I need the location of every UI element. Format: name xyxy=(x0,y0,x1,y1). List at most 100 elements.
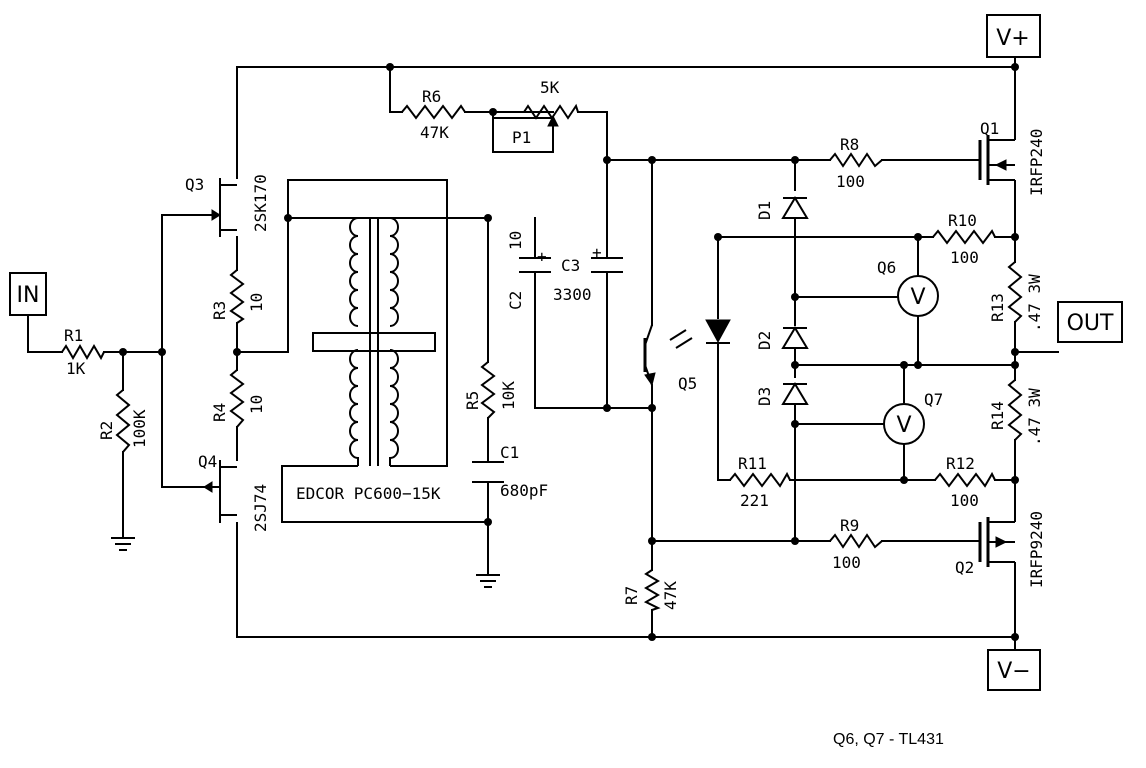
resistor-r14 xyxy=(1007,379,1023,441)
resistor-r3 xyxy=(229,269,245,324)
label-q7-ref: Q7 xyxy=(924,390,943,409)
label-d1-ref: D1 xyxy=(755,201,774,220)
label-q2-ref: Q2 xyxy=(955,558,974,577)
label-q1-ref: Q1 xyxy=(980,119,999,138)
label-r5-value: 10K xyxy=(499,381,518,410)
terminal-vplus: V+ xyxy=(986,14,1041,58)
junction xyxy=(489,108,497,116)
transistor-q2 xyxy=(978,513,1016,570)
label-r11-value: 221 xyxy=(740,491,769,510)
label-r11-ref: R11 xyxy=(738,454,767,473)
junction xyxy=(1011,233,1019,241)
footnote: Q6, Q7 - TL431 xyxy=(833,731,944,748)
junction xyxy=(791,420,799,428)
svg-text:V−: V− xyxy=(997,659,1030,684)
label-r7-value: 47K xyxy=(661,581,680,610)
label-r14-value: .47 3W xyxy=(1025,388,1044,446)
diode-d2 xyxy=(781,326,809,349)
label-q4-ref: Q4 xyxy=(198,452,217,471)
junction xyxy=(791,361,799,369)
junction xyxy=(284,214,292,222)
transformer xyxy=(282,217,447,467)
label-c1-ref: C1 xyxy=(500,443,519,462)
resistor-r11 xyxy=(729,471,791,488)
label-c2-ref: C2 xyxy=(506,291,525,310)
label-r2-value: 100K xyxy=(130,409,149,448)
label-r3-ref: R3 xyxy=(210,301,229,320)
junction xyxy=(119,348,127,356)
resistor-r2 xyxy=(115,389,131,453)
junction xyxy=(1011,361,1019,369)
transformer-right-coil xyxy=(389,217,399,466)
resistor-r8 xyxy=(829,152,883,168)
label-q2-value: IRFP9240 xyxy=(1027,511,1046,588)
label-r14-ref: R14 xyxy=(988,401,1007,430)
label-q4-value: 2SJ74 xyxy=(251,484,270,532)
resistor-r10 xyxy=(932,229,996,245)
label-q1-value: IRFP240 xyxy=(1027,129,1046,196)
ground-c1 xyxy=(476,574,500,588)
junction xyxy=(648,537,656,545)
regulator-q6: V xyxy=(897,275,939,317)
label-transformer: EDCOR PC600−15K xyxy=(296,484,441,503)
q6-symbol: V xyxy=(910,285,925,310)
label-d3-ref: D3 xyxy=(755,387,774,406)
junction xyxy=(714,233,722,241)
svg-text:OUT: OUT xyxy=(1067,311,1114,336)
regulator-q7: V xyxy=(883,403,925,445)
label-r8-value: 100 xyxy=(836,172,865,191)
junction xyxy=(1011,633,1019,641)
diode-d3 xyxy=(781,382,809,405)
label-c3-ref: C3 xyxy=(561,256,580,275)
label-d2-ref: D2 xyxy=(755,331,774,350)
junctions xyxy=(119,63,1019,641)
diode-d1 xyxy=(781,196,809,219)
junction xyxy=(900,361,908,369)
label-r6-ref: R6 xyxy=(422,87,441,106)
ground-r2 xyxy=(111,537,135,551)
junction xyxy=(1011,348,1019,356)
junction xyxy=(791,293,799,301)
junction xyxy=(484,214,492,222)
wires xyxy=(27,56,1059,651)
transistor-q5 xyxy=(643,324,693,387)
resistor-r4 xyxy=(229,369,245,428)
label-c3-value: 3300 xyxy=(553,285,592,304)
transistor-q3 xyxy=(211,178,237,237)
resistor-r1 xyxy=(61,344,105,361)
junction xyxy=(900,476,908,484)
label-r3-value: 10 xyxy=(247,293,266,312)
p1-box xyxy=(492,117,554,153)
label-r10-ref: R10 xyxy=(948,211,977,230)
label-r1-ref: R1 xyxy=(64,326,83,345)
label-r9-ref: R9 xyxy=(840,516,859,535)
junction xyxy=(648,156,656,164)
terminal-vminus: V− xyxy=(987,649,1041,691)
label-r7-ref: R7 xyxy=(622,586,641,605)
label-r1-value: 1K xyxy=(66,359,86,378)
junction xyxy=(233,348,241,356)
transformer-left-coil xyxy=(349,217,359,466)
capacitor-c1 xyxy=(472,461,504,483)
junction xyxy=(1011,63,1019,71)
junction xyxy=(158,348,166,356)
junction xyxy=(791,537,799,545)
labels: R1 1K R2 100K Q3 2SK170 Q4 2SJ74 R3 10 R… xyxy=(64,78,1046,748)
led-diode xyxy=(705,319,731,344)
label-c1-value: 680pF xyxy=(500,481,548,500)
label-r4-value: 10 xyxy=(247,395,266,414)
junction xyxy=(484,518,492,526)
resistor-r12 xyxy=(934,471,996,488)
capacitors: + + xyxy=(472,243,623,483)
label-q6-ref: Q6 xyxy=(877,258,896,277)
junction xyxy=(1011,476,1019,484)
junction xyxy=(648,633,656,641)
resistors xyxy=(61,103,1023,611)
label-r10-value: 100 xyxy=(950,248,979,267)
label-p1-ref: P1 xyxy=(512,128,531,147)
label-r12-value: 100 xyxy=(950,491,979,510)
label-p1-value: 5K xyxy=(540,78,560,97)
c3-plus-sign: + xyxy=(592,243,602,262)
